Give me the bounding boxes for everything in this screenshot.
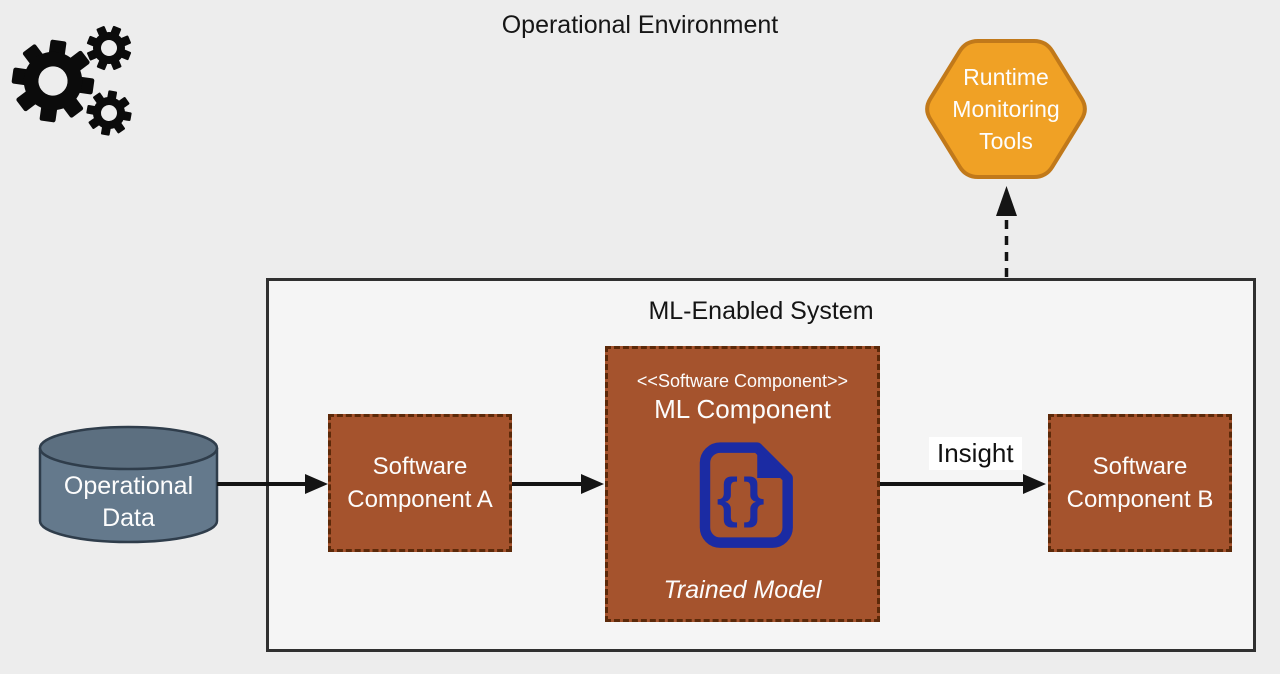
operational-data-line: Operational: [63, 472, 194, 500]
software-component-a-line: Component A: [347, 486, 493, 513]
ml-component-stereotype: <<Software Component>>: [636, 371, 849, 391]
operational-data-cylinder: [38, 425, 219, 544]
software-component-b-line: Software: [1092, 453, 1188, 480]
software-component-b: Software Component B: [1048, 414, 1232, 552]
trained-model-label: Trained Model: [663, 576, 822, 604]
ml-component: <<Software Component>> ML Component {} T…: [605, 346, 880, 622]
runtime-monitoring-hexagon: [925, 39, 1087, 179]
arrowhead-monitoring: [996, 186, 1017, 216]
code-file-icon: {}: [699, 442, 793, 548]
runtime-monitoring-line: Tools: [979, 128, 1033, 154]
runtime-monitoring-label: Runtime Monitoring Tools: [918, 61, 1094, 157]
ml-enabled-system-title: ML-Enabled System: [648, 297, 874, 325]
software-component-a: Software Component A: [328, 414, 512, 552]
runtime-monitoring-line: Monitoring: [952, 96, 1060, 122]
ml-component-title: ML Component: [654, 394, 831, 424]
insight-edge-label: Insight: [929, 437, 1022, 470]
operational-data-label: Operational Data: [37, 470, 220, 534]
page-title: Operational Environment: [501, 11, 779, 39]
software-component-a-line: Software: [372, 453, 468, 480]
operational-data-line: Data: [102, 504, 155, 532]
runtime-monitoring-line: Runtime: [963, 64, 1049, 90]
software-component-b-line: Component B: [1066, 486, 1214, 513]
code-braces-glyph: {}: [716, 466, 768, 528]
